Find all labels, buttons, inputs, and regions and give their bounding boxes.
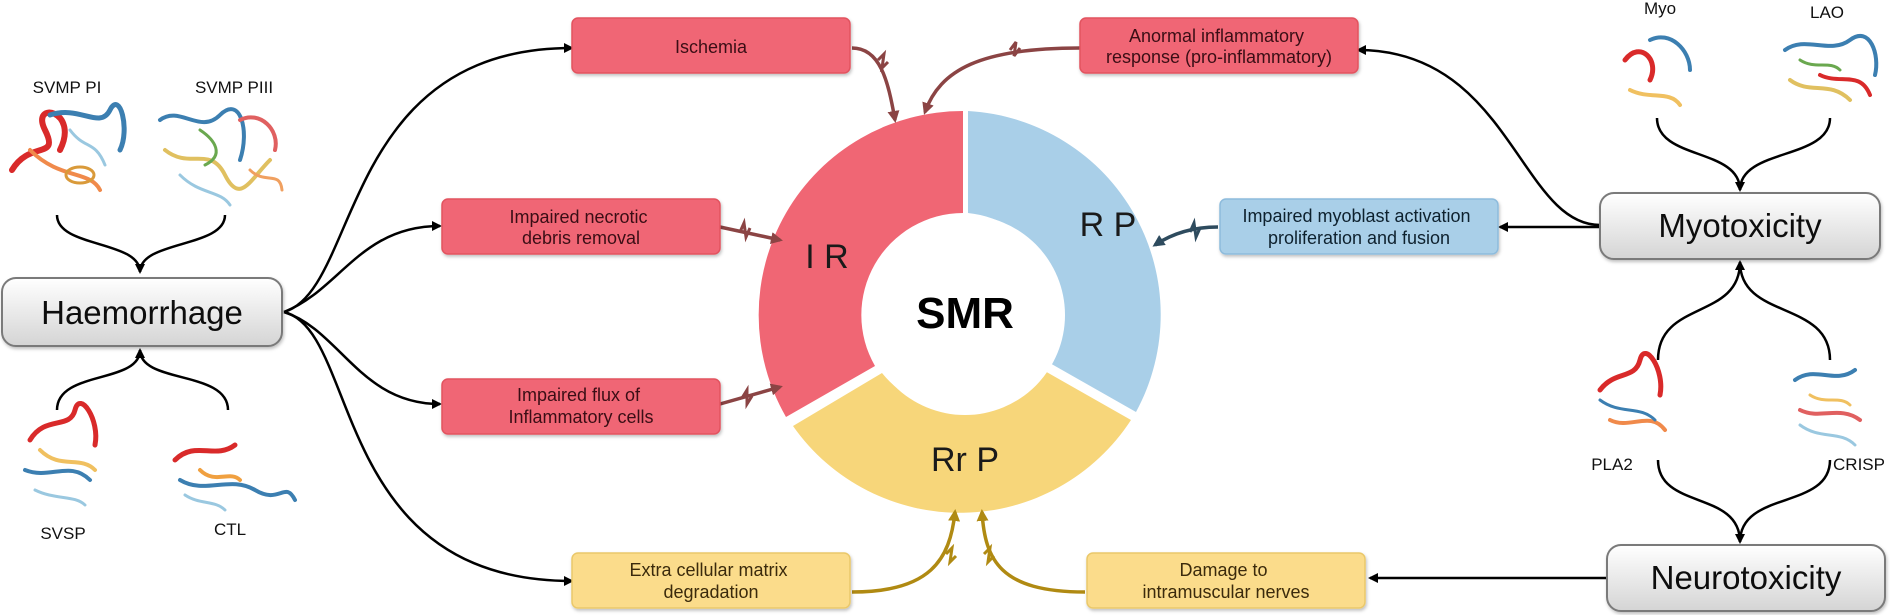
protein-structure-svsp bbox=[23, 401, 99, 507]
zigzag-mark bbox=[740, 384, 754, 410]
toxin-label-svmp-piii: SVMP PIII bbox=[195, 78, 273, 97]
effect-box-necrotic: Impaired necrotic debris removal bbox=[441, 198, 721, 255]
arrow-ctl-haemorrhage bbox=[138, 349, 230, 411]
segment-rrp bbox=[793, 370, 1131, 513]
effect-myoblast-line1: Impaired myoblast activation bbox=[1242, 206, 1470, 226]
effect-necrotic-line2: debris removal bbox=[522, 228, 640, 248]
arrow-svsp-haemorrhage bbox=[55, 348, 145, 411]
toxin-label-ctl: CTL bbox=[214, 520, 246, 539]
zigzag-mark bbox=[738, 217, 752, 243]
arrow-haem-ecm bbox=[283, 310, 574, 586]
segment-label-ir: I R bbox=[805, 238, 848, 276]
arrow-nerves-rrp bbox=[976, 509, 1086, 594]
svg-text:Impaired necrotic debris: Impaired necrotic debris removal bbox=[509, 207, 652, 248]
arrow-pla2-neurotoxicity bbox=[1656, 459, 1745, 544]
effect-box-ecm: Extra cellular matrix degradation bbox=[571, 552, 851, 609]
toxin-labels: SVMP PI SVMP PIII SVSP CTL Myo LAO PLA2 … bbox=[33, 0, 1885, 543]
effect-ecm-line1: Extra cellular matrix bbox=[629, 560, 787, 580]
protein-structure-lao bbox=[1783, 34, 1879, 102]
zigzag-mark bbox=[1008, 41, 1022, 57]
effect-box-nerves: Damage to intramuscular nerves bbox=[1086, 552, 1366, 609]
effect-box-inflammatory: Anormal inflammatory response (pro-infla… bbox=[1079, 17, 1359, 74]
arrow-pla2-myotoxicity bbox=[1656, 260, 1745, 361]
svg-text:Impaired myoblast activation: Impaired myoblast activation proliferati… bbox=[1242, 206, 1475, 248]
center-hole bbox=[865, 215, 1065, 415]
protein-structure-svmp-pi bbox=[9, 102, 127, 192]
effect-necrotic-line1: Impaired necrotic bbox=[509, 207, 647, 227]
effect-nerves-line2: intramuscular nerves bbox=[1142, 582, 1309, 602]
toxin-label-myo: Myo bbox=[1644, 0, 1676, 18]
zigzag-mark bbox=[982, 543, 996, 567]
zigzag-mark bbox=[876, 49, 890, 73]
effect-arrows bbox=[719, 46, 1219, 594]
arrow-crisp-myotoxicity bbox=[1738, 261, 1832, 361]
source-neurotoxicity-label: Neurotoxicity bbox=[1651, 559, 1842, 596]
effect-inflammatory-line1: Anormal inflammatory bbox=[1129, 26, 1304, 46]
protein-structure-svmp-piii bbox=[158, 107, 284, 207]
protein-structure-myo bbox=[1622, 35, 1692, 107]
arrow-svmp-piii-haemorrhage bbox=[138, 214, 227, 273]
smr-donut: SMR I R R P Rr P bbox=[758, 110, 1161, 513]
effect-inflammatory-line2: response (pro-inflammatory) bbox=[1106, 47, 1332, 67]
arrow-inflammatory-ir bbox=[922, 46, 1081, 115]
source-myotoxicity-label: Myotoxicity bbox=[1658, 207, 1822, 244]
effect-nerves-line1: Damage to bbox=[1179, 560, 1267, 580]
effect-ecm-line2: degradation bbox=[663, 582, 758, 602]
effect-flux-line2: Inflammatory cells bbox=[508, 407, 653, 427]
effect-box-flux: Impaired flux of Inflammatory cells bbox=[441, 378, 721, 435]
segment-ir bbox=[758, 110, 963, 418]
segment-label-rp: R P bbox=[1080, 206, 1137, 244]
source-box-haemorrhage: Haemorrhage bbox=[1, 277, 283, 347]
arrow-myoblast-rp bbox=[1152, 225, 1219, 247]
effect-box-ischemia: Ischemia bbox=[571, 17, 851, 74]
segment-label-rrp: Rr P bbox=[931, 441, 999, 479]
effect-ischemia-line1: Ischemia bbox=[675, 37, 748, 57]
source-box-neurotoxicity: Neurotoxicity bbox=[1606, 544, 1886, 612]
protein-structure-ctl bbox=[172, 442, 297, 512]
zigzag-mark bbox=[944, 543, 958, 567]
arrow-lao-myotoxicity bbox=[1738, 117, 1832, 191]
center-label: SMR bbox=[916, 289, 1014, 338]
toxin-label-svmp-pi: SVMP PI bbox=[33, 78, 102, 97]
protein-structure-pla2 bbox=[1597, 351, 1667, 432]
arrow-necrotic-ir bbox=[719, 225, 783, 244]
svg-text:Impaired flux of Inflamm: Impaired flux of Inflammatory cells bbox=[508, 385, 653, 427]
segment-rp bbox=[968, 111, 1161, 412]
inhibition-marks bbox=[738, 41, 1202, 567]
arrow-ecm-rrp bbox=[851, 509, 961, 594]
source-connectors bbox=[55, 43, 1832, 586]
protein-structure-crisp bbox=[1793, 368, 1862, 447]
svg-text:Ischemia: Ischemia bbox=[675, 37, 748, 57]
arrow-myo-myotoxicity bbox=[1655, 117, 1745, 192]
arrow-ischemia-ir bbox=[851, 46, 900, 123]
svg-text:Damage to intramuscular: Damage to intramuscular nerves bbox=[1142, 560, 1309, 602]
arrow-haem-necrotic bbox=[283, 221, 442, 314]
toxin-label-lao: LAO bbox=[1810, 3, 1844, 22]
arrow-haem-ischemia bbox=[283, 43, 574, 314]
effect-box-myoblast: Impaired myoblast activation proliferati… bbox=[1219, 198, 1499, 255]
source-haemorrhage-label: Haemorrhage bbox=[41, 294, 243, 331]
toxin-label-svsp: SVSP bbox=[40, 524, 85, 543]
effect-flux-line1: Impaired flux of bbox=[517, 385, 641, 405]
arrow-crisp-neurotoxicity bbox=[1738, 459, 1832, 543]
toxin-label-pla2: PLA2 bbox=[1591, 455, 1633, 474]
arrow-haem-flux bbox=[283, 310, 442, 409]
source-box-myotoxicity: Myotoxicity bbox=[1599, 192, 1881, 260]
arrow-flux-ir bbox=[719, 383, 783, 406]
effect-myoblast-line2: proliferation and fusion bbox=[1268, 228, 1450, 248]
arrow-myotox-inflammatory bbox=[1356, 45, 1601, 227]
toxin-label-crisp: CRISP bbox=[1833, 455, 1885, 474]
svg-text:Extra cellular matrix de: Extra cellular matrix degradation bbox=[629, 560, 792, 602]
svg-text:Anormal inflammatory res: Anormal inflammatory response (pro-infla… bbox=[1106, 26, 1332, 67]
arrow-svmp-pi-haemorrhage bbox=[55, 214, 145, 274]
zigzag-mark bbox=[1188, 217, 1202, 243]
